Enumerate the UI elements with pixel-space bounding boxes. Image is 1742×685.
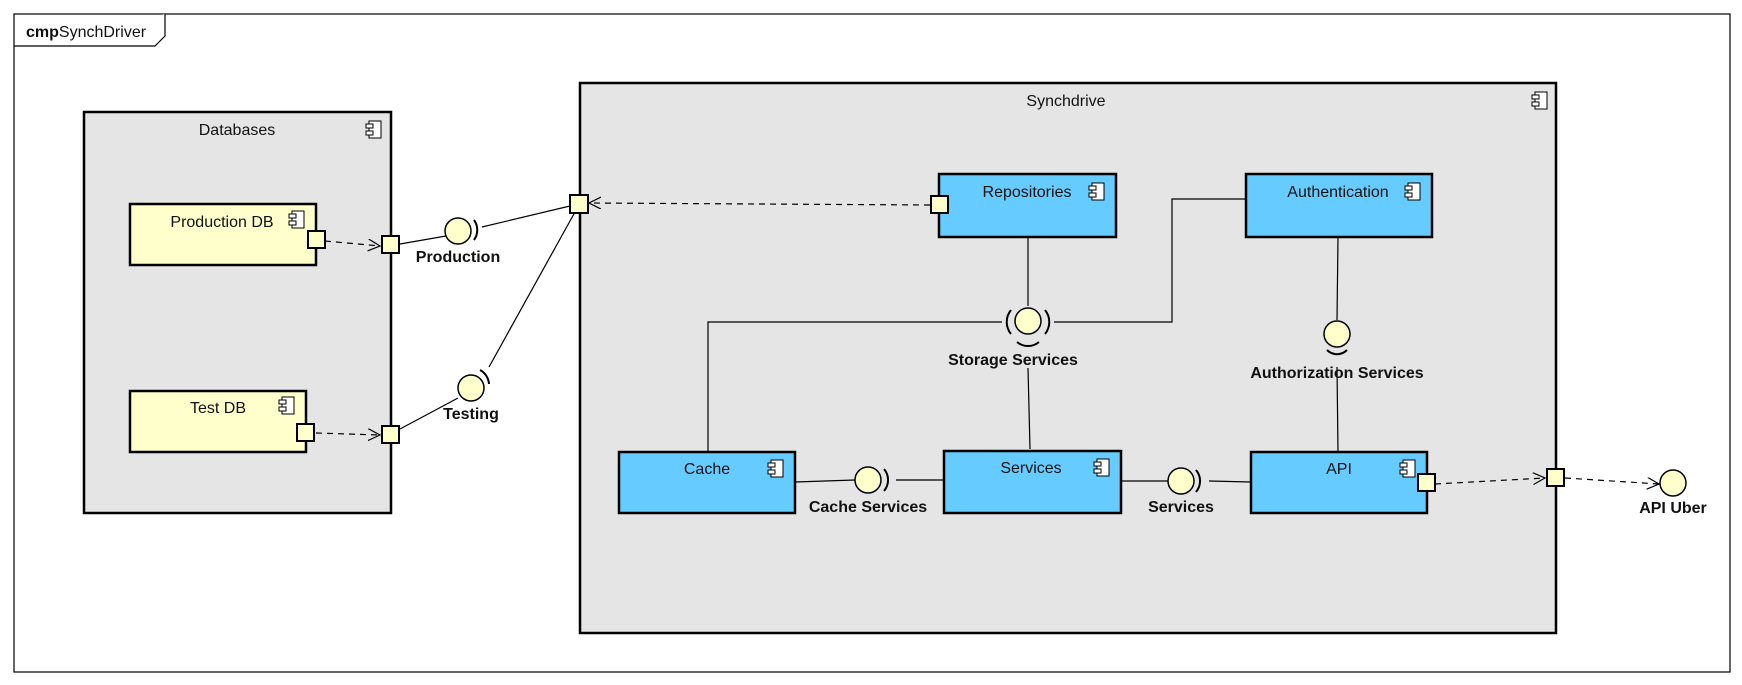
link-production-synch: [481, 205, 571, 228]
services-title: Services: [1000, 460, 1061, 477]
port-api[interactable]: [1417, 473, 1436, 492]
interface-services[interactable]: Services: [1148, 467, 1214, 516]
testing-label: Testing: [443, 406, 499, 423]
port-repositories[interactable]: [930, 195, 949, 214]
ports: [296, 194, 1565, 492]
api-uber-label: API Uber: [1639, 500, 1707, 517]
authentication-title: Authentication: [1287, 184, 1388, 201]
component-api[interactable]: API: [1249, 450, 1429, 515]
interface-api-uber[interactable]: API Uber: [1639, 469, 1707, 517]
cache-services-label: Cache Services: [809, 499, 927, 516]
port-databases-production[interactable]: [381, 235, 400, 254]
production-db-title: Production DB: [170, 214, 273, 231]
production-label: Production: [416, 249, 500, 266]
repositories-title: Repositories: [983, 184, 1072, 201]
component-repositories[interactable]: Repositories: [937, 172, 1118, 239]
port-synchdrive-right[interactable]: [1546, 468, 1565, 487]
component-authentication[interactable]: Authentication: [1244, 172, 1434, 239]
component-cache[interactable]: Cache: [617, 450, 797, 515]
services-iface-label: Services: [1148, 499, 1214, 516]
dependency-api-uber: [1564, 478, 1659, 484]
port-databases-testing[interactable]: [381, 425, 400, 444]
frame-keyword: cmp: [26, 24, 59, 41]
port-production-db[interactable]: [307, 230, 326, 249]
databases-title: Databases: [199, 122, 276, 139]
authorization-services-label: Authorization Services: [1250, 365, 1423, 382]
interface-testing[interactable]: Testing: [443, 369, 499, 423]
dependency-production-db: [324, 241, 380, 246]
port-test-db[interactable]: [296, 423, 315, 442]
component-production-db[interactable]: Production DB: [128, 202, 318, 267]
frame-name: SynchDriver: [59, 24, 147, 41]
component-services[interactable]: Services: [942, 449, 1123, 515]
port-synchdrive-left[interactable]: [569, 194, 589, 214]
link-cache-cacheservices: [794, 479, 856, 483]
frame-title: cmpSynchDriver: [26, 24, 147, 41]
link-servicesiface-api: [1208, 480, 1252, 483]
interface-storage-services[interactable]: Storage Services: [948, 307, 1078, 369]
cache-title: Cache: [684, 461, 730, 478]
dependency-api-port: [1434, 478, 1545, 484]
link-cache-storage: [707, 321, 1002, 452]
component-test-db[interactable]: Test DB: [128, 389, 308, 454]
link-authentication-authorization: [1336, 236, 1339, 321]
link-authorization-api: [1336, 366, 1339, 453]
storage-services-label: Storage Services: [948, 352, 1078, 369]
connectors: [315, 198, 1659, 484]
interface-authorization-services[interactable]: Authorization Services: [1250, 320, 1424, 382]
interface-cache-services[interactable]: Cache Services: [809, 466, 927, 516]
link-authentication-storage: [1054, 198, 1246, 323]
link-testing-synch: [488, 211, 576, 368]
link-db-port-production: [399, 235, 447, 245]
dependency-repositories: [589, 203, 931, 205]
interface-production[interactable]: Production: [416, 217, 500, 266]
test-db-title: Test DB: [190, 400, 246, 417]
link-storage-services: [1027, 367, 1031, 450]
synchdrive-title: Synchdrive: [1026, 93, 1105, 110]
link-db-port-testing: [399, 397, 459, 430]
api-title: API: [1326, 461, 1352, 478]
